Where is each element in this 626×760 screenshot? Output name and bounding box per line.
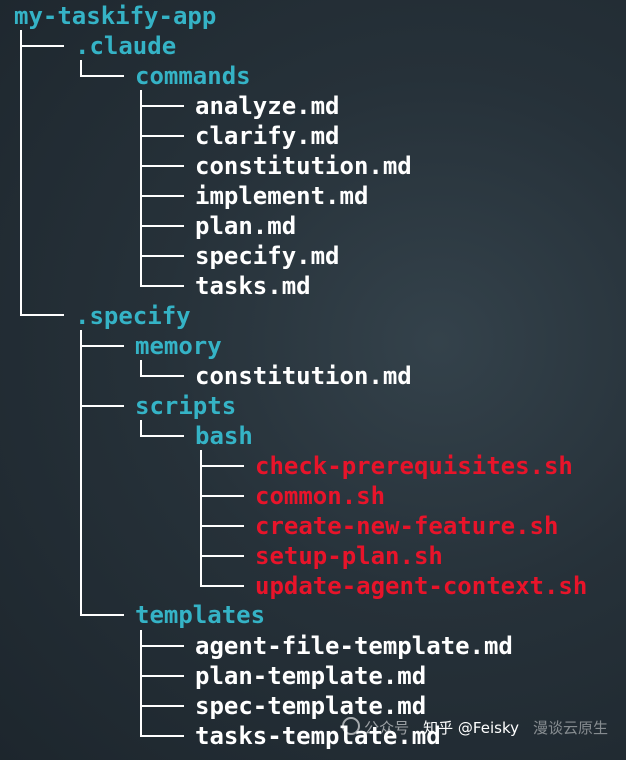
tree-line xyxy=(80,60,82,76)
watermark-author: 知乎 @Feisky xyxy=(423,719,519,737)
tree-line xyxy=(140,420,142,436)
file-item: implement.md xyxy=(195,182,369,210)
wechat-icon xyxy=(342,717,361,735)
tree-line xyxy=(140,630,142,736)
file-item: plan-template.md xyxy=(195,662,427,690)
tree-line xyxy=(200,465,244,467)
specify-dir: .specify xyxy=(75,302,191,330)
script-file: common.sh xyxy=(255,482,386,510)
bash-dir: bash xyxy=(195,422,253,450)
tree-line xyxy=(140,645,184,647)
file-item: specify.md xyxy=(195,242,340,270)
tree-line xyxy=(140,225,184,227)
tree-line xyxy=(20,45,64,47)
tree-line xyxy=(140,135,184,137)
file-item: analyze.md xyxy=(195,92,340,120)
tree-line xyxy=(140,195,184,197)
watermark: 公众号知乎 @Feisky 漫谈云原生 xyxy=(342,716,608,740)
script-file: create-new-feature.sh xyxy=(255,512,559,540)
tree-line xyxy=(200,450,202,586)
tree-line xyxy=(140,360,142,376)
file-item: spec-template.md xyxy=(195,692,427,720)
root-dir: my-taskify-app xyxy=(14,2,217,30)
file-item: clarify.md xyxy=(195,122,340,150)
file-item: constitution.md xyxy=(195,152,412,180)
script-file: setup-plan.sh xyxy=(255,542,443,570)
tree-line xyxy=(140,435,184,437)
file-item: tasks-template.md xyxy=(195,722,441,750)
tree-line xyxy=(200,585,244,587)
tree-line xyxy=(140,705,184,707)
file-item: tasks.md xyxy=(195,272,311,300)
script-file: update-agent-context.sh xyxy=(255,572,588,600)
tree-line xyxy=(200,525,244,527)
watermark-left: 公众号 xyxy=(364,719,410,737)
tree-line xyxy=(200,555,244,557)
tree-line xyxy=(20,314,64,316)
templates-dir: templates xyxy=(135,601,266,629)
file-item: agent-file-template.md xyxy=(195,632,513,660)
tree-line xyxy=(200,495,244,497)
tree-line xyxy=(80,345,124,347)
scripts-dir: scripts xyxy=(135,392,237,420)
file-item: constitution.md xyxy=(195,362,412,390)
tree-line xyxy=(80,330,82,616)
memory-dir: memory xyxy=(135,332,222,360)
tree-line xyxy=(80,405,124,407)
tree-line xyxy=(80,614,124,616)
commands-dir: commands xyxy=(135,62,251,90)
tree-line xyxy=(140,375,184,377)
watermark-right: 漫谈云原生 xyxy=(532,719,608,737)
tree-line xyxy=(140,735,184,737)
tree-line xyxy=(140,90,142,286)
tree-line xyxy=(140,165,184,167)
tree-line xyxy=(140,285,184,287)
script-file: check-prerequisites.sh xyxy=(255,452,573,480)
tree-line xyxy=(140,105,184,107)
file-item: plan.md xyxy=(195,212,297,240)
tree-line xyxy=(140,675,184,677)
claude-dir: .claude xyxy=(75,32,177,60)
tree-line xyxy=(80,75,124,77)
tree-line xyxy=(140,255,184,257)
tree-line xyxy=(20,30,22,316)
